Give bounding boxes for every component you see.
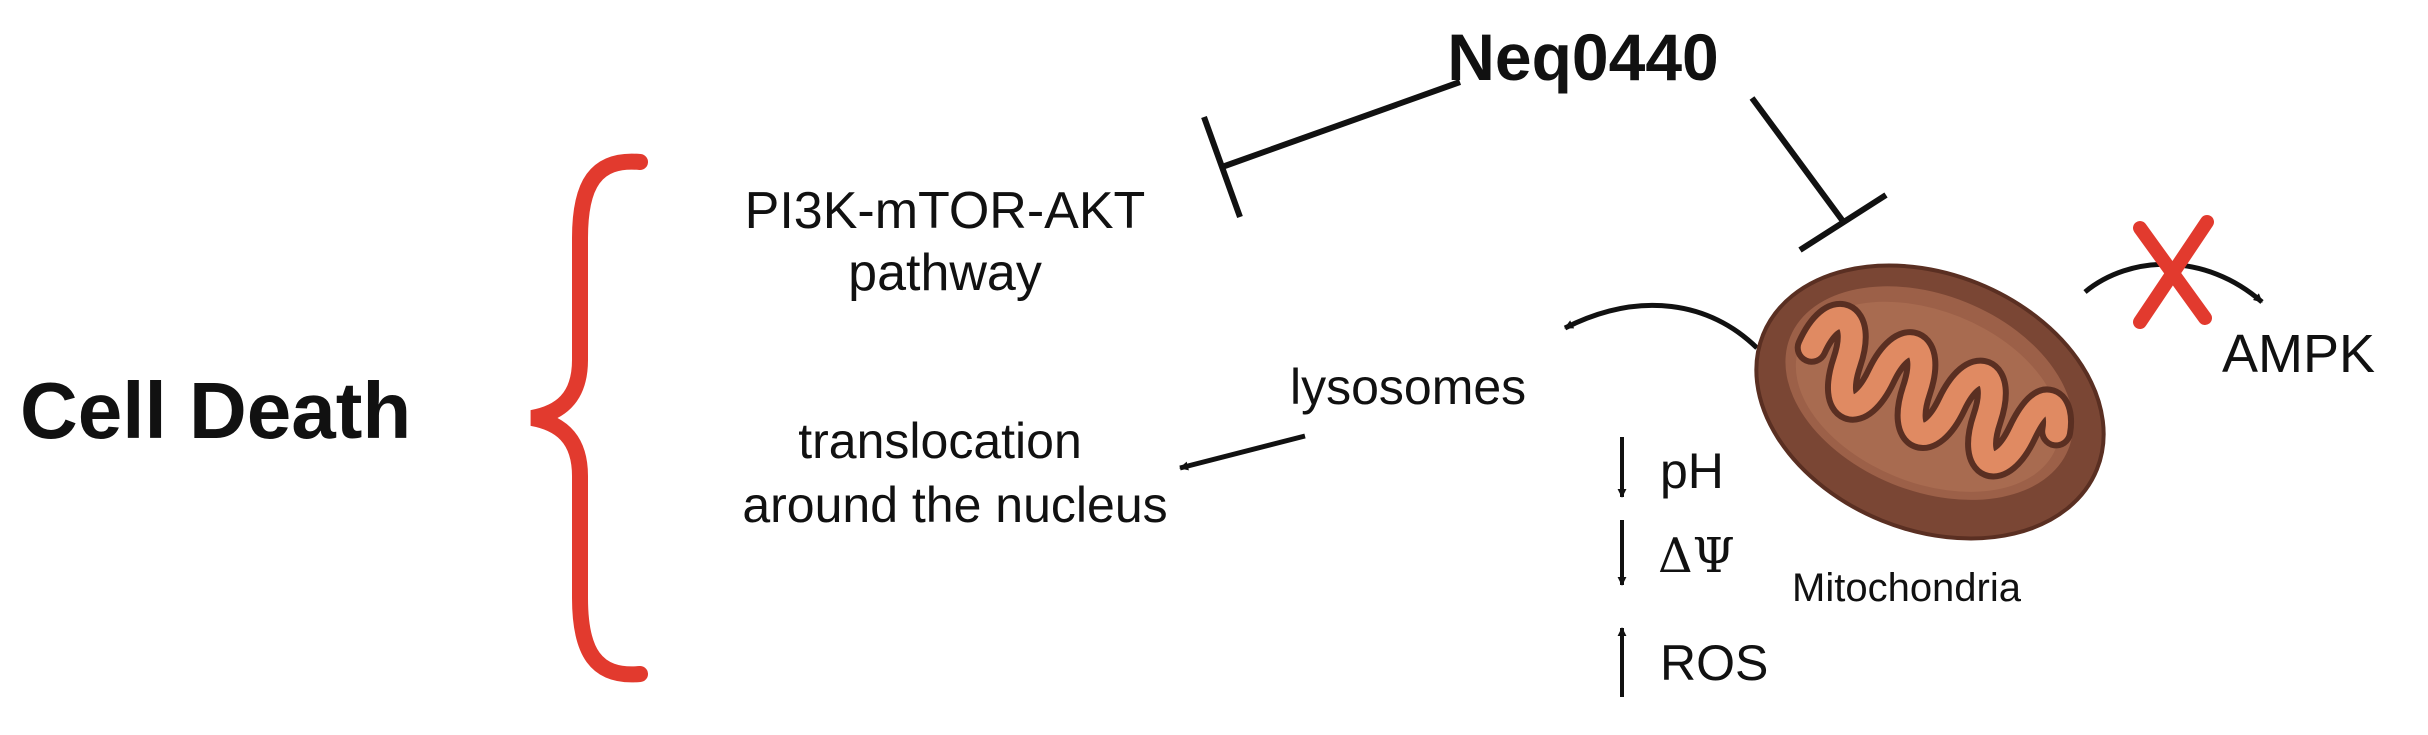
curly-brace	[530, 153, 648, 683]
delta-psi-label: ΔΨ	[1658, 528, 1735, 584]
mitochondria-label: Mitochondria	[1792, 566, 2022, 610]
block-cross-icon	[2133, 215, 2214, 329]
translocation-label-line2: around the nucleus	[742, 477, 1167, 533]
arrow-to-lysosomes	[1563, 302, 1759, 350]
inhibit-pathway-connector	[1201, 79, 1462, 219]
ampk-label: AMPK	[2222, 324, 2375, 384]
cell-death-label: Cell Death	[20, 366, 411, 455]
translocation-label-line1: translocation	[798, 413, 1082, 469]
indicator-membrane-potential: ΔΨ	[1617, 520, 1735, 586]
lysosomes-label: lysosomes	[1290, 359, 1526, 415]
ph-label: pH	[1660, 443, 1724, 499]
indicator-ph: pH	[1617, 437, 1724, 499]
drug-label: Neq0440	[1447, 20, 1719, 94]
ros-label: ROS	[1660, 635, 1768, 691]
indicator-ros: ROS	[1617, 627, 1768, 697]
pathway-label-line2: pathway	[848, 244, 1042, 302]
mitochondrion-icon	[1754, 263, 2106, 541]
inhibit-mitochondria-connector	[1749, 96, 1888, 253]
arrow-to-translocation	[1179, 433, 1306, 471]
pathway-label-line1: PI3K-mTOR-AKT	[745, 182, 1146, 240]
